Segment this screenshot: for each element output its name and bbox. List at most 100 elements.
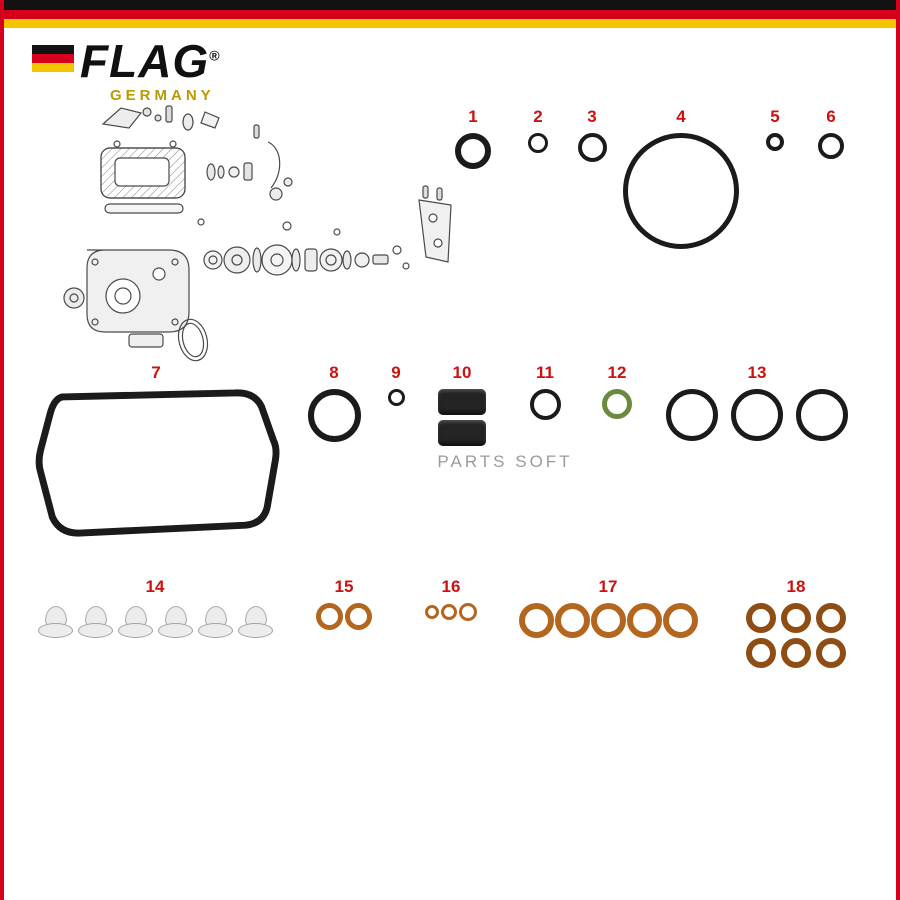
rubber-block-shape: [438, 420, 486, 446]
part-16-label: 16: [441, 577, 461, 596]
copper-washer-dark-shape: [816, 603, 846, 633]
copper-washer-dark-shape: [746, 603, 776, 633]
part-11-shapes: [529, 389, 561, 420]
flag-icon-bar-black: [32, 45, 74, 54]
plastic-cap-shape: [117, 603, 153, 641]
part-17-shapes: [518, 603, 698, 638]
part-9-label: 9: [391, 363, 401, 382]
part-5-group: 5: [747, 108, 803, 151]
watermark: PARTS SOFT: [437, 452, 573, 471]
plastic-cap-shape: [197, 603, 233, 641]
flag-icon-bar-red: [32, 54, 74, 63]
part-4-label: 4: [676, 107, 686, 126]
part-15-group: 15: [312, 578, 376, 630]
o-ring-shape: [455, 133, 491, 169]
exploded-diagram: [63, 105, 452, 362]
right-border: [896, 0, 900, 900]
part-11-label: 11: [536, 363, 554, 382]
part-2-label: 2: [533, 107, 543, 126]
o-ring-set-shape: [666, 389, 718, 441]
flag-stripe-black: [0, 0, 900, 10]
copper-washer-dark-shape: [816, 638, 846, 668]
part-15-label: 15: [334, 577, 354, 596]
o-ring-shape: [307, 389, 361, 442]
part-18-label: 18: [786, 577, 806, 596]
part-4-shapes: [623, 133, 739, 249]
plastic-cap-shape: [37, 603, 73, 641]
brand-name-text: FLAG: [80, 35, 210, 87]
flag-icon: [32, 45, 74, 72]
part-17-group: 17: [517, 578, 699, 638]
part-6-shapes: [818, 133, 844, 159]
flag-stripe-red: [0, 10, 900, 19]
part-6-label: 6: [826, 107, 836, 126]
copper-washer-shape: [554, 603, 590, 638]
copper-washer-dark-shape: [781, 603, 811, 633]
part-10-group: 10: [431, 364, 493, 446]
o-ring-green-shape: [602, 389, 632, 419]
part-14-shapes: [37, 603, 273, 641]
part-17-label: 17: [598, 577, 618, 596]
part-1-shapes: [455, 133, 491, 169]
o-ring-large-shape: [623, 133, 739, 249]
o-ring-shape: [766, 133, 784, 151]
part-18-group: 18: [744, 578, 848, 668]
part-3-group: 3: [563, 108, 621, 162]
part-6-group: 6: [803, 108, 859, 159]
part-12-label: 12: [607, 363, 627, 382]
part-10-label: 10: [452, 363, 472, 382]
plastic-cap-shape: [237, 603, 273, 641]
part-13-group: 13: [662, 364, 852, 441]
part-1-group: 1: [439, 108, 507, 169]
rubber-block-shape: [438, 389, 486, 415]
part-2-shapes: [528, 133, 548, 153]
part-12-shapes: [602, 389, 632, 419]
part-5-label: 5: [770, 107, 780, 126]
brand-logo: FLAG® GERMANY: [32, 38, 221, 104]
part-4-group: 4: [621, 108, 741, 249]
part-7-label: 7: [151, 363, 161, 382]
copper-washer-small-shape: [441, 604, 457, 620]
copper-washer-dark-shape: [746, 638, 776, 668]
copper-washer-shape: [518, 603, 554, 638]
copper-washer-shape: [590, 603, 626, 638]
part-18-shapes: [745, 603, 847, 668]
part-2-group: 2: [509, 108, 567, 153]
part-10-shapes: [438, 389, 486, 446]
part-11-group: 11: [515, 364, 575, 420]
part-3-label: 3: [587, 107, 597, 126]
part-7-group: 7: [30, 364, 282, 537]
part-14-group: 14: [32, 578, 278, 641]
copper-washer-small-shape: [459, 603, 477, 621]
o-ring-shape: [818, 133, 844, 159]
o-ring-shape: [529, 389, 561, 420]
part-16-shapes: [425, 603, 477, 621]
copper-washer-shape: [345, 603, 372, 630]
copper-washer-shape: [316, 603, 343, 630]
part-8-group: 8: [301, 364, 367, 442]
part-9-shapes: [387, 389, 405, 406]
part-14-label: 14: [145, 577, 165, 596]
flag-stripe-yellow: [0, 19, 900, 28]
part-8-label: 8: [329, 363, 339, 382]
brand-name: FLAG®: [80, 38, 221, 84]
o-ring-shape: [528, 133, 548, 153]
part-15-shapes: [316, 603, 372, 630]
part-7-gasket-shape: [35, 389, 280, 537]
copper-washer-shape: [662, 603, 698, 638]
part-13-label: 13: [747, 363, 767, 382]
copper-washer-small-shape: [425, 605, 439, 619]
part-13-shapes: [666, 389, 848, 441]
copper-washer-dark-shape: [781, 638, 811, 668]
part-1-label: 1: [468, 107, 478, 126]
o-ring-set-shape: [796, 389, 848, 441]
registered-mark: ®: [209, 47, 221, 64]
brand-country: GERMANY: [110, 87, 215, 104]
flag-icon-bar-yellow: [32, 63, 74, 72]
o-ring-set-shape: [731, 389, 783, 441]
o-ring-small-shape: [387, 389, 405, 406]
part-5-shapes: [766, 133, 784, 151]
part-8-shapes: [307, 389, 361, 442]
part-12-group: 12: [587, 364, 647, 419]
